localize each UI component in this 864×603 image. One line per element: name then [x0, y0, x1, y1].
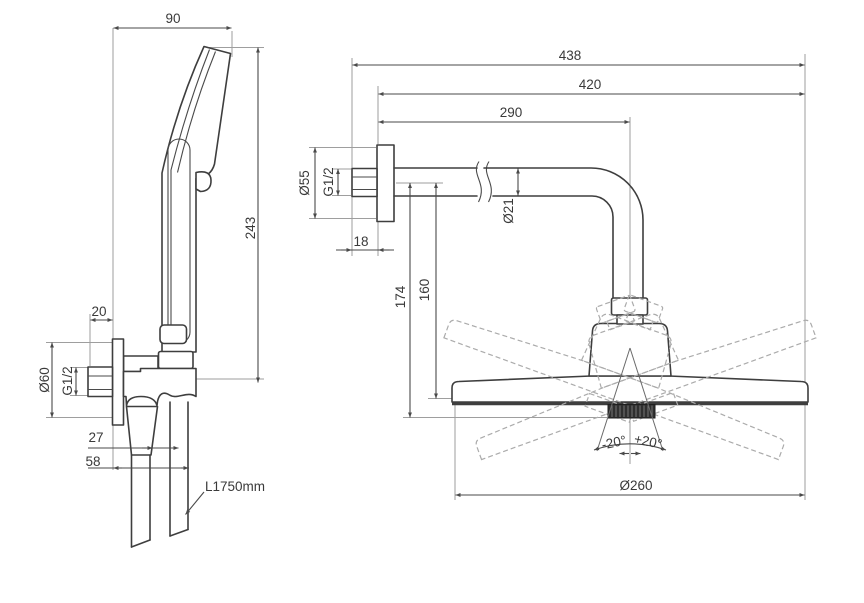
hose-length-leader: [185, 491, 205, 515]
dim-label-tilt-minus20: -20°: [600, 433, 627, 453]
hose-length-label: L1750mm: [205, 479, 265, 494]
arm-escutcheon: [376, 144, 395, 223]
tilt-angle-arc: [593, 443, 667, 451]
overhead-shower-head: [451, 297, 809, 406]
dim-label-depth-18: 18: [353, 234, 368, 249]
dim-label-escutcheon-d60: Ø60: [37, 367, 52, 393]
dim-label-escutcheon-d55: Ø55: [297, 170, 312, 196]
dim-label-offset-58: 58: [85, 454, 100, 469]
head-body: [588, 322, 672, 377]
wall-bracket: [87, 338, 197, 456]
dim-label-width-90: 90: [165, 11, 180, 26]
thread-nipple: [87, 366, 114, 398]
dimensions-right: [313, 63, 805, 497]
arm-collar: [616, 314, 644, 325]
wall-escutcheon: [111, 338, 125, 426]
dim-label-tilt-plus20: +20°: [633, 431, 664, 452]
dimensions-left: [50, 26, 260, 515]
head-plate: [451, 375, 809, 403]
dim-label-tube-d21: Ø21: [501, 198, 516, 224]
dim-label-drop-174: 174: [393, 285, 408, 308]
head-nozzle: [607, 404, 656, 419]
dim-label-offset-27: 27: [88, 430, 103, 445]
arm-thread-nipple: [351, 167, 378, 198]
dim-label-reach-420: 420: [579, 77, 602, 92]
dim-label-height-243: 243: [243, 217, 258, 240]
dim-label-thread-right: G1/2: [321, 167, 336, 196]
extension-lines-left: [46, 28, 264, 470]
handle-clip: [195, 171, 212, 193]
shower-arm: [351, 144, 644, 299]
hose-cone-nut: [125, 405, 159, 456]
tilt-cone-lines: [596, 347, 664, 452]
overhead-shower-view: 438 420 290 Ø55 G1/2 18 Ø21 174 160 -20°…: [297, 48, 823, 500]
hand-shower-view: 90 243 20 Ø60 G1/2 27 58 L1750mm: [37, 11, 265, 548]
extension-lines-right: [309, 54, 806, 500]
dim-label-drop-160: 160: [417, 279, 432, 302]
dim-label-offset-290: 290: [500, 105, 523, 120]
shower-hose: [130, 401, 189, 548]
handle-end-cap: [157, 350, 194, 370]
dim-label-head-d260: Ø260: [619, 478, 652, 493]
dim-label-reach-438: 438: [559, 48, 582, 63]
dim-label-thread-left: G1/2: [60, 366, 75, 395]
hand-shower-handle: [159, 45, 232, 353]
tube-break-symbol: [475, 161, 482, 203]
dim-label-protrusion-20: 20: [91, 304, 106, 319]
